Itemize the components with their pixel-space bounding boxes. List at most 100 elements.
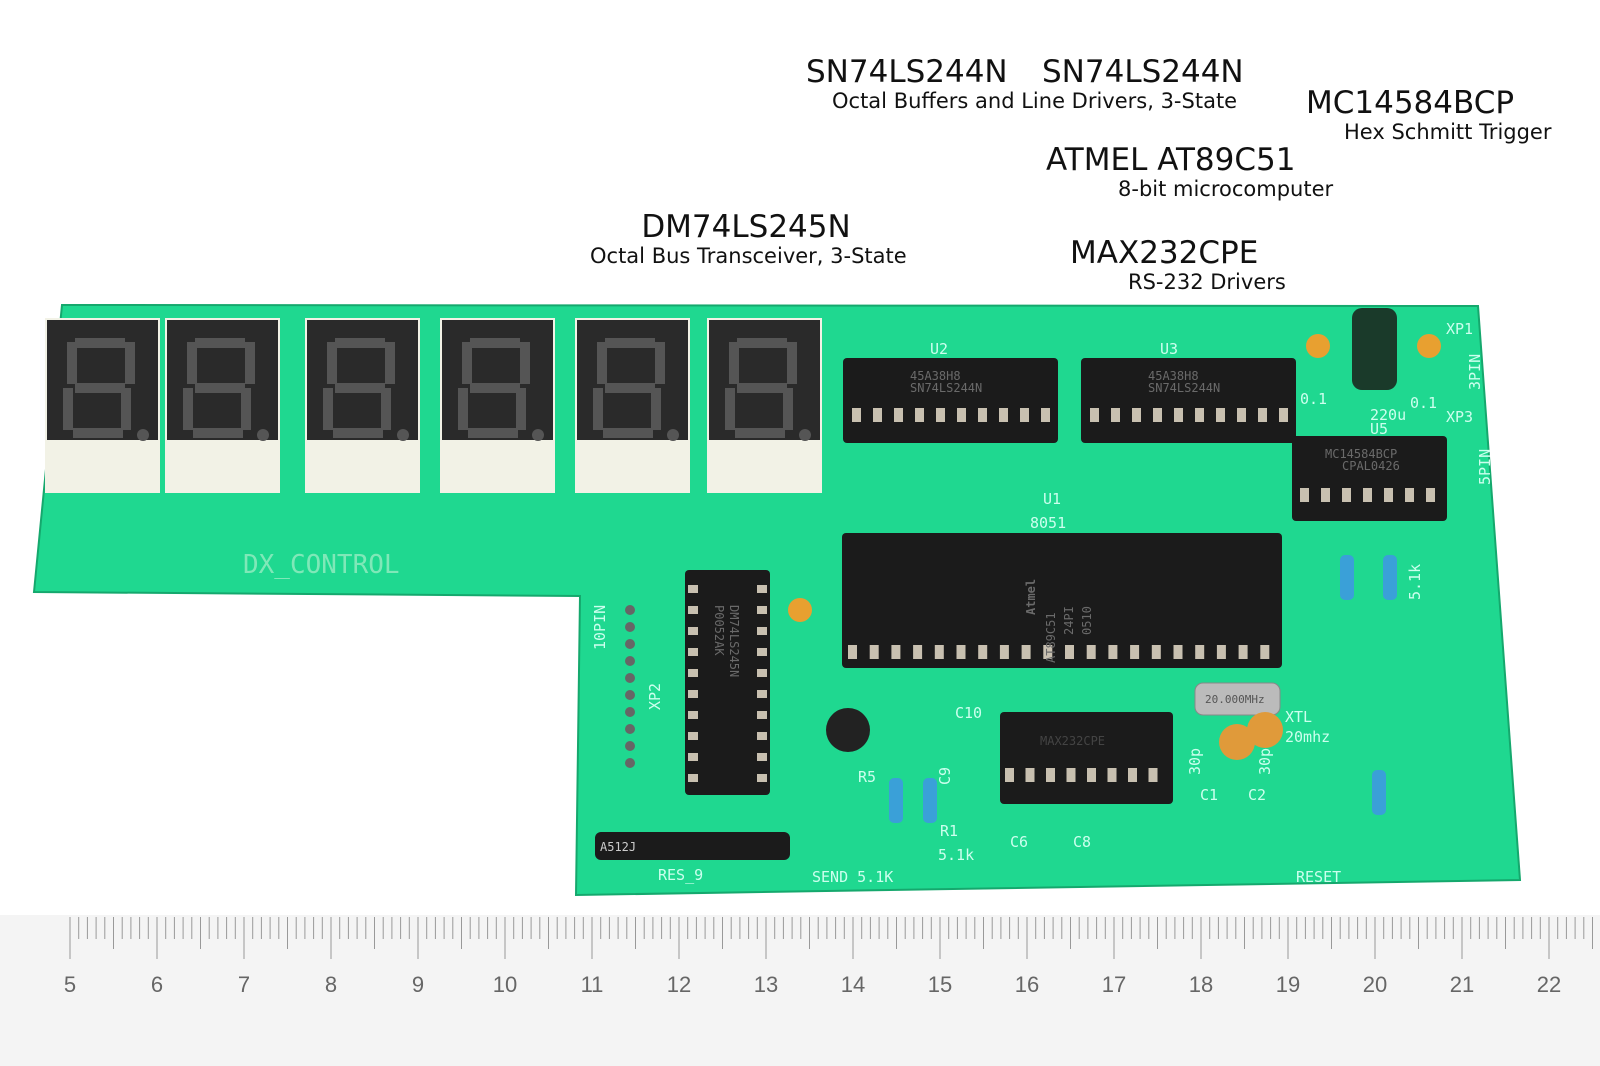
chip-pin [1021, 645, 1031, 659]
annotation-desc: Octal Buffers and Line Drivers, 3-State [832, 89, 1238, 113]
chip-pin [688, 753, 698, 761]
r1-value: 5.1k [938, 846, 974, 864]
ruler-number: 22 [1537, 972, 1561, 997]
capacitor-c4 [1417, 334, 1441, 358]
header-pin [625, 673, 635, 683]
xp1-pins-label: 3PIN [1466, 354, 1484, 390]
decimal-point [799, 429, 811, 441]
chip-pin [1086, 645, 1096, 659]
ruler-number: 16 [1015, 972, 1039, 997]
chip-pin [688, 774, 698, 782]
chip-pin [1130, 645, 1140, 659]
c2-value: 30p [1256, 748, 1274, 775]
chip-pin [1279, 408, 1288, 422]
chip-pin [1107, 768, 1117, 782]
ruler-number: 5 [64, 972, 76, 997]
header-pin [625, 690, 635, 700]
ruler-ticks [69, 917, 1593, 959]
r5-label: R5 [858, 768, 876, 786]
segment [470, 338, 520, 348]
chip-pin [757, 585, 767, 593]
decimal-point [137, 429, 149, 441]
annotation-part: ATMEL AT89C51 [1046, 142, 1296, 178]
chip-pin [1151, 645, 1161, 659]
xp3-pins-label: 5PIN [1476, 449, 1494, 485]
chip-pin [1426, 488, 1435, 502]
chip-pin [1195, 645, 1205, 659]
ruler-number: 11 [581, 972, 604, 997]
chip-pin [1384, 488, 1393, 502]
ruler-number: 9 [412, 972, 424, 997]
xp2-label: XP2 [646, 683, 664, 710]
segment [605, 383, 655, 393]
chip-pins [625, 408, 1435, 782]
segment [183, 388, 193, 430]
chip-pin [757, 627, 767, 635]
chip-pin [688, 690, 698, 698]
chip-pin [873, 408, 882, 422]
segment [725, 388, 735, 430]
segment [335, 383, 385, 393]
chip-pin [688, 732, 698, 740]
chip-pin [978, 645, 988, 659]
u1-part: AT89C51 [1044, 612, 1058, 663]
chip-pin [1132, 408, 1141, 422]
capacitor-c2 [1247, 712, 1283, 748]
header-pin [625, 656, 635, 666]
ruler-number: 18 [1189, 972, 1213, 997]
chip-pin [869, 645, 879, 659]
chip-pin [1195, 408, 1204, 422]
u5-code: CPAL0426 [1342, 459, 1400, 473]
header-pin [625, 758, 635, 768]
chip-pin [1128, 768, 1137, 782]
segment [245, 342, 255, 384]
ruler-number: 13 [754, 972, 778, 997]
header-pin [625, 741, 635, 751]
segment [468, 428, 518, 438]
segment [729, 342, 739, 384]
segment [75, 383, 125, 393]
segment [737, 338, 787, 348]
capacitor-c5 [1306, 334, 1330, 358]
chip-pin [757, 690, 767, 698]
segment [603, 428, 653, 438]
chip-pin [1041, 408, 1050, 422]
chip-pin [1258, 408, 1267, 422]
ruler-number: 14 [841, 972, 865, 997]
c7-value: 220u [1370, 406, 1406, 424]
xp2-pins-label: 10PIN [591, 605, 609, 650]
segment [323, 388, 333, 430]
chip-pin [757, 606, 767, 614]
segment [385, 342, 395, 384]
segment [655, 342, 665, 384]
u2-label: U2 [930, 340, 948, 358]
resistor-network [595, 832, 790, 860]
segment [335, 338, 385, 348]
chip-pin [1342, 488, 1351, 502]
chip-pin [1237, 408, 1246, 422]
resistors [889, 555, 1397, 823]
ruler-number: 21 [1450, 972, 1474, 997]
chip-pin [688, 606, 698, 614]
ruler [0, 915, 1600, 1066]
c8-label: C8 [1073, 833, 1091, 851]
u1-grade: 24PI [1062, 606, 1076, 635]
chip-pin [891, 645, 901, 659]
chip-pin [757, 669, 767, 677]
segment [121, 388, 131, 430]
segment [470, 383, 520, 393]
chip-pin [757, 711, 767, 719]
r3-value: 5.1k [1406, 564, 1424, 600]
chip-pin [1216, 645, 1226, 659]
u3-label: U3 [1160, 340, 1178, 358]
decimal-point [667, 429, 679, 441]
chip-u4 [685, 570, 770, 795]
ruler-number: 20 [1363, 972, 1387, 997]
u3-code: 45A38H8 [1148, 369, 1199, 383]
c4-value: 0.1 [1410, 394, 1437, 412]
chip-pin [1216, 408, 1225, 422]
segment [605, 338, 655, 348]
